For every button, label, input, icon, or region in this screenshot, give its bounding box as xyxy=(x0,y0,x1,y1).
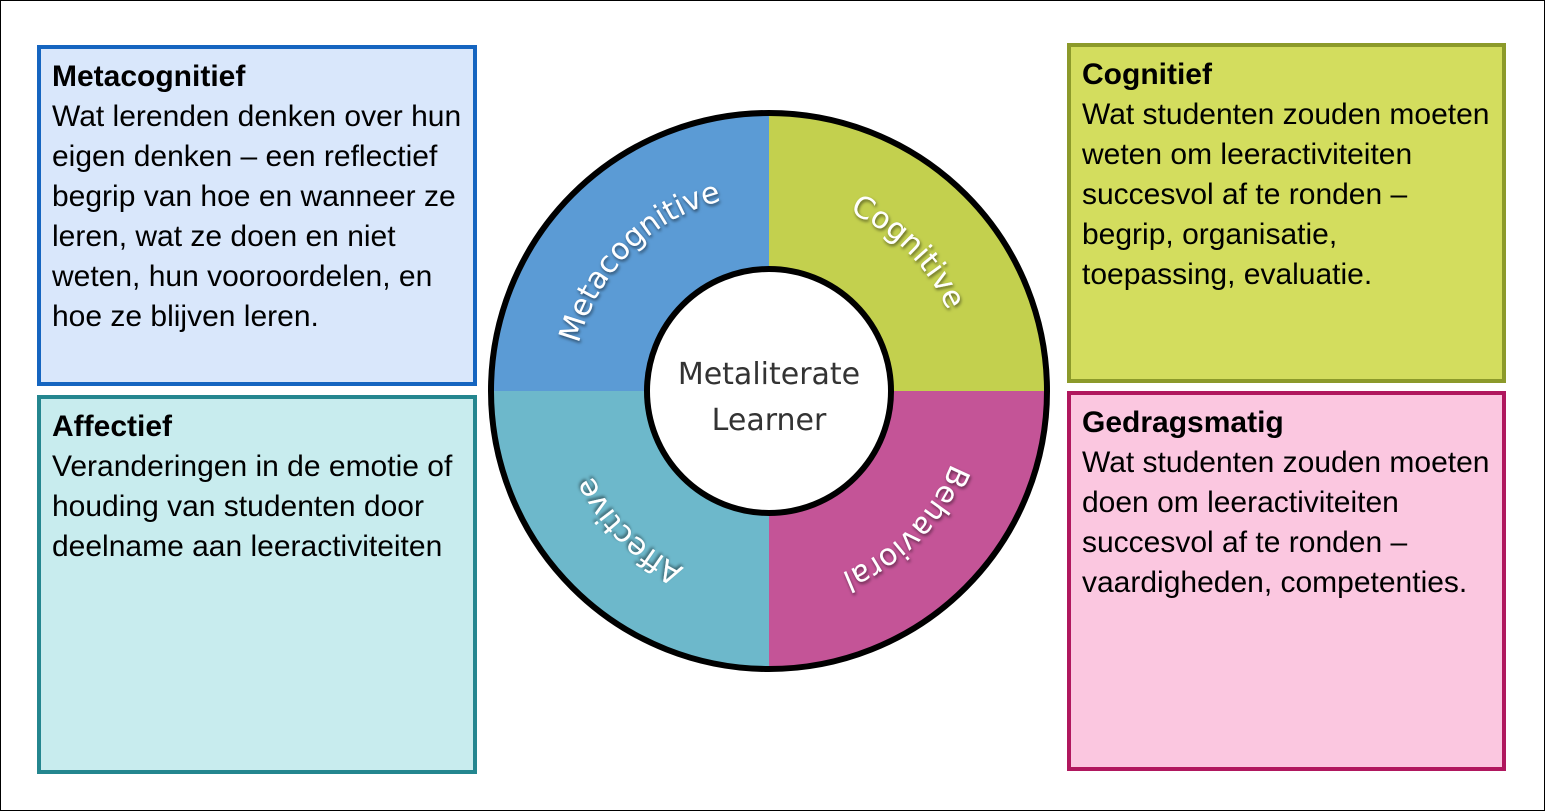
center-label-line1: Metaliterate xyxy=(678,357,860,392)
wheel-outer-border xyxy=(488,110,1050,672)
affective-segment xyxy=(491,391,769,669)
gedragsmatig-description: Wat studenten zouden moeten doen om leer… xyxy=(1082,446,1490,599)
gedragsmatig-title: Gedragsmatig xyxy=(1082,406,1284,439)
center-label-line2: Learner xyxy=(712,403,827,438)
metacognitief-box: Metacognitief Wat lerenden denken over h… xyxy=(37,45,477,386)
behavioral-segment xyxy=(769,391,1047,669)
metacognitief-description: Wat lerenden denken over hun eigen denke… xyxy=(52,100,462,333)
metacognitief-title: Metacognitief xyxy=(52,60,246,93)
metacognitive-segment xyxy=(491,113,769,391)
affectief-box: Affectief Veranderingen in de emotie of … xyxy=(37,395,477,774)
gedragsmatig-box: Gedragsmatig Wat studenten zouden moeten… xyxy=(1067,391,1506,771)
affectief-description: Veranderingen in de emotie of houding va… xyxy=(52,450,453,563)
cognitief-description: Wat studenten zouden moeten weten om lee… xyxy=(1082,98,1490,291)
cognitief-box: Cognitief Wat studenten zouden moeten we… xyxy=(1067,43,1506,383)
cognitive-segment xyxy=(769,113,1047,391)
metaliterate-wheel-diagram: Metacognitive Cognitive Behavioral Affec… xyxy=(488,110,1050,672)
cognitief-title: Cognitief xyxy=(1082,58,1212,91)
affectief-title: Affectief xyxy=(52,410,173,443)
center-circle xyxy=(644,266,894,516)
